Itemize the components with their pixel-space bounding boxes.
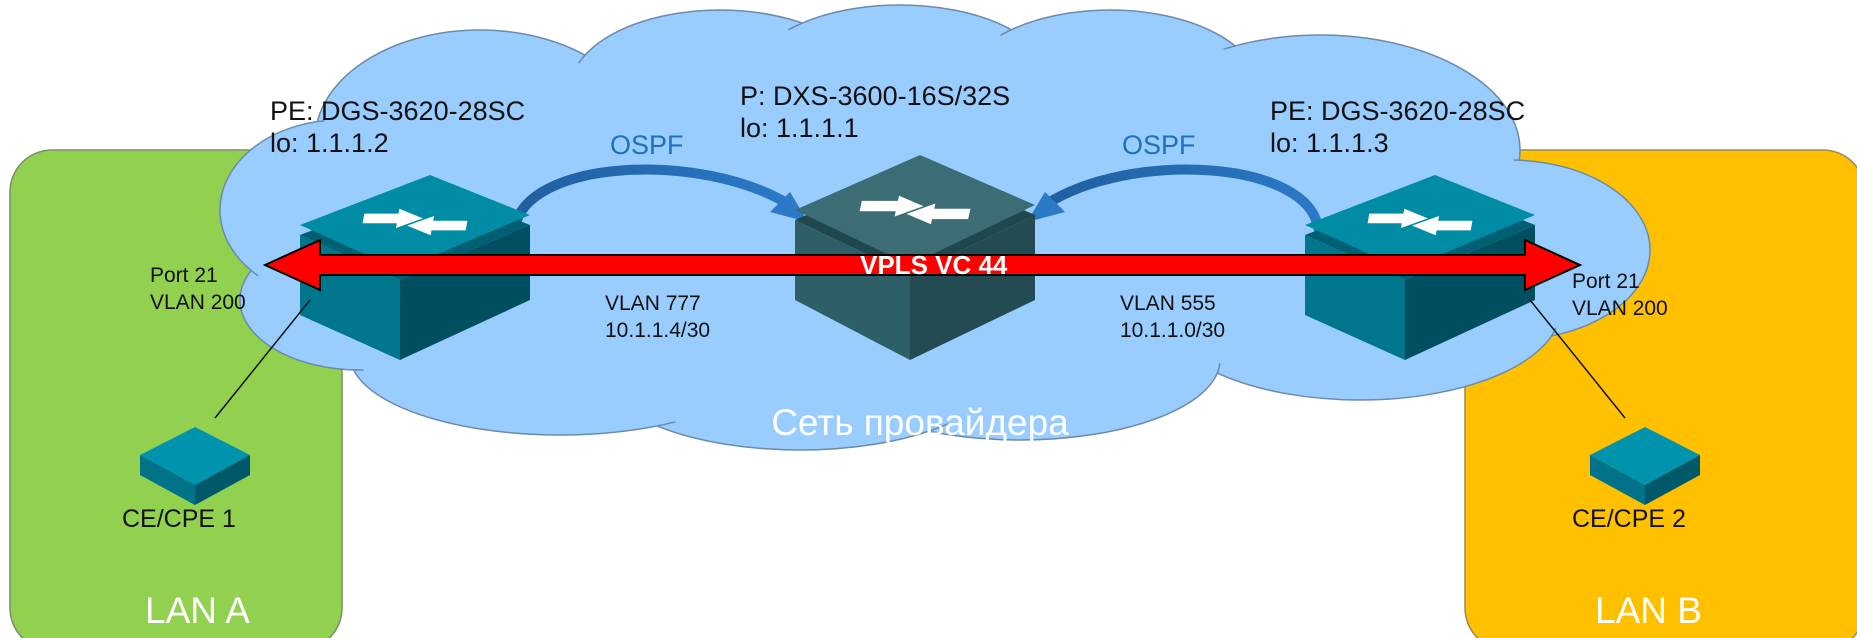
vpls-label: VPLS VC 44: [860, 250, 1008, 280]
pe-right-label: PE: DGS-3620-28SC lo: 1.1.1.3: [1270, 95, 1525, 159]
p-core-label: P: DXS-3600-16S/32S lo: 1.1.1.1: [740, 80, 1010, 144]
ce-left-link: [214, 299, 311, 419]
link-right-label: VLAN 555 10.1.1.0/30: [1120, 290, 1225, 344]
cloud-label-line1: Сеть провайдера: [771, 402, 1069, 443]
link-left-label: VLAN 777 10.1.1.4/30: [605, 290, 710, 344]
pe-right-model: PE: DGS-3620-28SC: [1270, 96, 1526, 126]
link-right-vlan: VLAN 555: [1120, 292, 1216, 315]
lan-a-label: LAN A: [145, 590, 250, 631]
ce-right-label: CE/CPE 2: [1572, 505, 1686, 533]
lan-b-label: LAN B: [1595, 590, 1702, 631]
link-right-subnet: 10.1.1.0/30: [1120, 319, 1226, 342]
pe-right-loopback: lo: 1.1.1.3: [1270, 128, 1389, 158]
cloud-label: Сеть провайдера MPLS: [735, 400, 1105, 492]
ospf-arrowhead-right: [1027, 192, 1065, 222]
port-right-label: Port 21 VLAN 200: [1572, 268, 1668, 322]
port-left-label: Port 21 VLAN 200: [150, 262, 246, 316]
port-right-number: Port 21: [1572, 270, 1640, 293]
pe-left-model: PE: DGS-3620-28SC: [270, 96, 526, 126]
pe-left-loopback: lo: 1.1.1.2: [270, 128, 389, 158]
ce-left-label: CE/CPE 1: [122, 505, 236, 533]
ospf-left-label: OSPF: [610, 130, 684, 160]
ce-left-device-icon[interactable]: [140, 427, 250, 505]
port-right-vlan: VLAN 200: [1572, 297, 1668, 320]
p-core-loopback: lo: 1.1.1.1: [740, 113, 859, 143]
link-left-subnet: 10.1.1.4/30: [605, 319, 711, 342]
ce-right-link: [1529, 299, 1626, 419]
pe-left-label: PE: DGS-3620-28SC lo: 1.1.1.2: [270, 95, 525, 159]
ospf-arc-right: [1040, 164, 1323, 233]
port-left-vlan: VLAN 200: [150, 291, 246, 314]
cloud-label-line2: MPLS: [869, 448, 971, 489]
ce-right-device-icon[interactable]: [1590, 427, 1700, 505]
ospf-arc-left: [510, 164, 795, 233]
ospf-right-label: OSPF: [1122, 130, 1196, 160]
link-left-vlan: VLAN 777: [605, 292, 701, 315]
ospf-arrowhead-left: [770, 192, 808, 222]
p-core-model: P: DXS-3600-16S/32S: [740, 81, 1011, 111]
port-left-number: Port 21: [150, 264, 218, 287]
vpls-arrow: [262, 238, 1583, 292]
